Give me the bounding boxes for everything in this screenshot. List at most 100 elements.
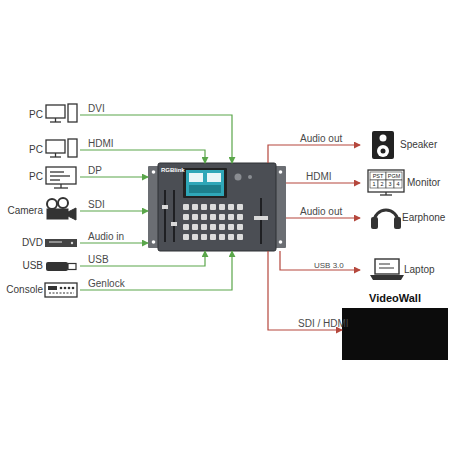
- rack-hole: [279, 170, 283, 174]
- signal-label: Audio out: [300, 206, 342, 217]
- speaker-tweeter: [380, 135, 387, 142]
- signal-label: Genlock: [88, 278, 125, 289]
- pc-base: [54, 187, 68, 188]
- console-body: [45, 283, 77, 297]
- fader-slot: [173, 190, 175, 242]
- node-label: Earphone: [402, 204, 450, 232]
- pc-screen: [46, 140, 65, 153]
- signal-label: HDMI: [306, 171, 332, 182]
- pc-source: PC: [2, 165, 80, 189]
- console-knob: [64, 287, 67, 290]
- videowall-output: VideoWall: [342, 290, 448, 360]
- control-knob: [235, 174, 242, 181]
- fader-knob: [171, 222, 177, 226]
- console-keys: [49, 293, 74, 294]
- film-reel: [47, 199, 57, 209]
- signal-connector: [286, 217, 360, 218]
- rack-hole: [152, 240, 156, 244]
- signal-connector: [80, 251, 232, 290]
- switcher-illustration: [148, 163, 286, 251]
- switcher-body: [158, 163, 276, 251]
- screen-tile: [207, 173, 221, 182]
- laptop-icon: [370, 259, 404, 280]
- signal-label: SDI: [88, 199, 105, 210]
- signal-connector: [80, 242, 148, 243]
- pc-screen: [46, 105, 65, 118]
- control-knob: [248, 175, 252, 179]
- camera-source: Camera: [2, 199, 80, 223]
- node-label: PC: [2, 103, 43, 127]
- node-label: PC: [2, 138, 43, 162]
- signal-label: SDI / HDMI: [298, 318, 349, 329]
- screen-line: [379, 268, 394, 269]
- camera-lens: [68, 208, 76, 220]
- screen-cell-label: 3: [386, 180, 394, 188]
- dvd-slot: [49, 242, 62, 243]
- speaker-woofer: [377, 145, 389, 157]
- signal-connector: [80, 210, 148, 211]
- signal-label: USB: [88, 254, 109, 265]
- signal-connector: [286, 182, 360, 183]
- monitor-frame: [368, 170, 404, 192]
- screen-cell-label: PGM: [386, 172, 402, 180]
- rack-ear: [275, 166, 286, 248]
- screen-line: [50, 179, 60, 180]
- node-label: Console: [2, 278, 43, 302]
- monitor-cell: [370, 180, 378, 188]
- monitor-cell: [378, 180, 386, 188]
- node-label: Monitor: [407, 170, 450, 196]
- screen-cell-label: PST: [370, 172, 386, 180]
- signal-connector: [80, 251, 205, 266]
- usb-source: USB: [2, 254, 80, 278]
- console-knob: [68, 287, 71, 290]
- screen-tile: [189, 173, 203, 182]
- video-switcher: RGBlink: [148, 163, 286, 251]
- pc-base: [50, 121, 61, 122]
- signal-label: USB 3.0: [314, 260, 344, 271]
- rack-hole: [279, 240, 283, 244]
- screen-bezel: [183, 168, 227, 198]
- pc-base: [50, 156, 61, 157]
- tbar-handle: [254, 216, 268, 220]
- node-label: USB: [2, 254, 43, 278]
- film-reel: [58, 198, 68, 208]
- pc-source: PC: [2, 103, 80, 127]
- touch-screen: [186, 170, 224, 196]
- signal-label: DVI: [88, 103, 105, 114]
- signal-connector: [280, 251, 360, 270]
- pc-source: PC: [2, 138, 80, 162]
- laptop-output: Laptop: [360, 258, 450, 282]
- speaker-output: Speaker: [360, 130, 450, 160]
- screen-line: [50, 171, 64, 172]
- signal-connector: [80, 115, 232, 163]
- speaker-box: [372, 131, 394, 159]
- pc-tower: [68, 139, 77, 157]
- pc-icon: [46, 167, 76, 188]
- rack-hole: [152, 170, 156, 174]
- signal-connector: [80, 176, 148, 177]
- screen-cell-label: 4: [394, 180, 402, 188]
- dvd-body: [45, 239, 77, 247]
- signal-label: Audio out: [300, 133, 342, 144]
- monitor-cell: [386, 180, 394, 188]
- screen-cell-label: 2: [378, 180, 386, 188]
- console-icon: [45, 283, 77, 297]
- fader-knob: [162, 205, 168, 209]
- speaker-icon: [372, 131, 394, 159]
- node-label: RGBlink: [161, 166, 201, 174]
- screen-tile: [189, 185, 221, 193]
- usb-plug: [68, 264, 76, 270]
- camera-body: [47, 209, 68, 219]
- screen-cell-label: 1: [370, 180, 378, 188]
- monitor-icon: [368, 170, 404, 195]
- tbar-slot: [260, 198, 262, 244]
- usb-icon: [46, 262, 76, 271]
- console-knob: [60, 287, 63, 290]
- monitor-base: [380, 194, 392, 195]
- laptop-base: [370, 275, 404, 280]
- button-grid: [183, 204, 246, 244]
- camera-icon: [47, 198, 76, 220]
- screen-line: [379, 264, 390, 265]
